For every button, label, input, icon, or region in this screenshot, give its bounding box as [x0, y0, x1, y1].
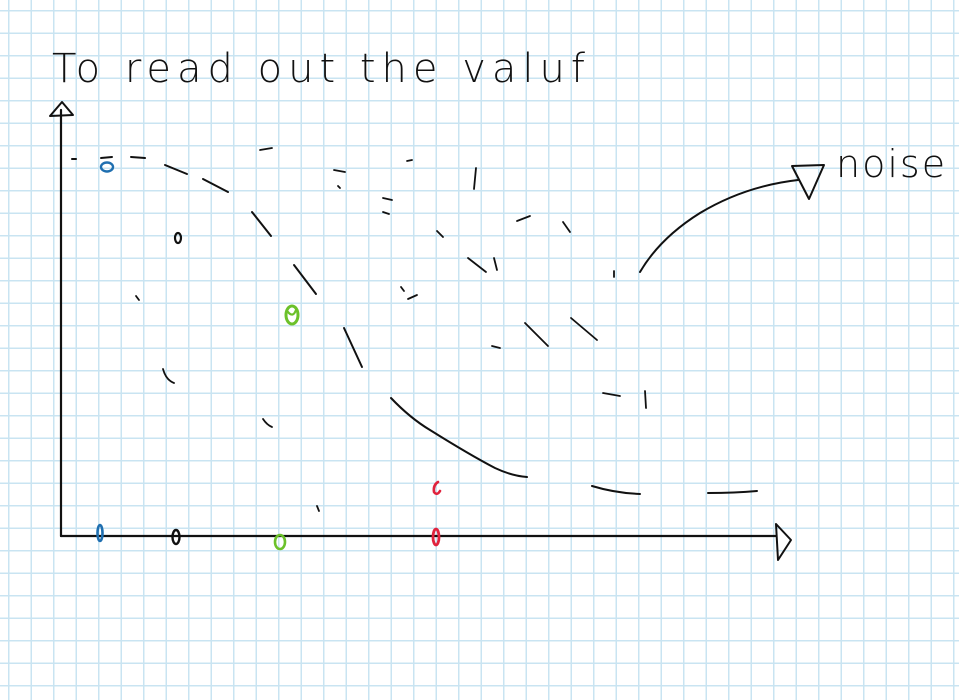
note-title: To read out the valuf [52, 46, 591, 92]
green-marker [284, 304, 300, 326]
curve-markers [99, 161, 442, 496]
blue-marker [99, 161, 115, 173]
red-axis-marker [431, 527, 441, 547]
dashed-curve [71, 156, 758, 495]
black-axis-marker [171, 528, 181, 546]
triangle-right-icon [775, 523, 792, 561]
noise-scribbles [135, 147, 647, 512]
noise-label: noise [836, 142, 947, 186]
black-marker [173, 231, 183, 245]
axis-markers [96, 523, 441, 551]
axes [49, 101, 792, 561]
triangle-up-icon [49, 101, 74, 117]
red-marker [432, 480, 442, 496]
blue-axis-marker [96, 523, 104, 543]
green-axis-marker [273, 533, 287, 551]
noise-callout: noise [639, 142, 947, 273]
noise-arrow-line [639, 179, 799, 273]
triangle-down-icon [791, 164, 825, 200]
